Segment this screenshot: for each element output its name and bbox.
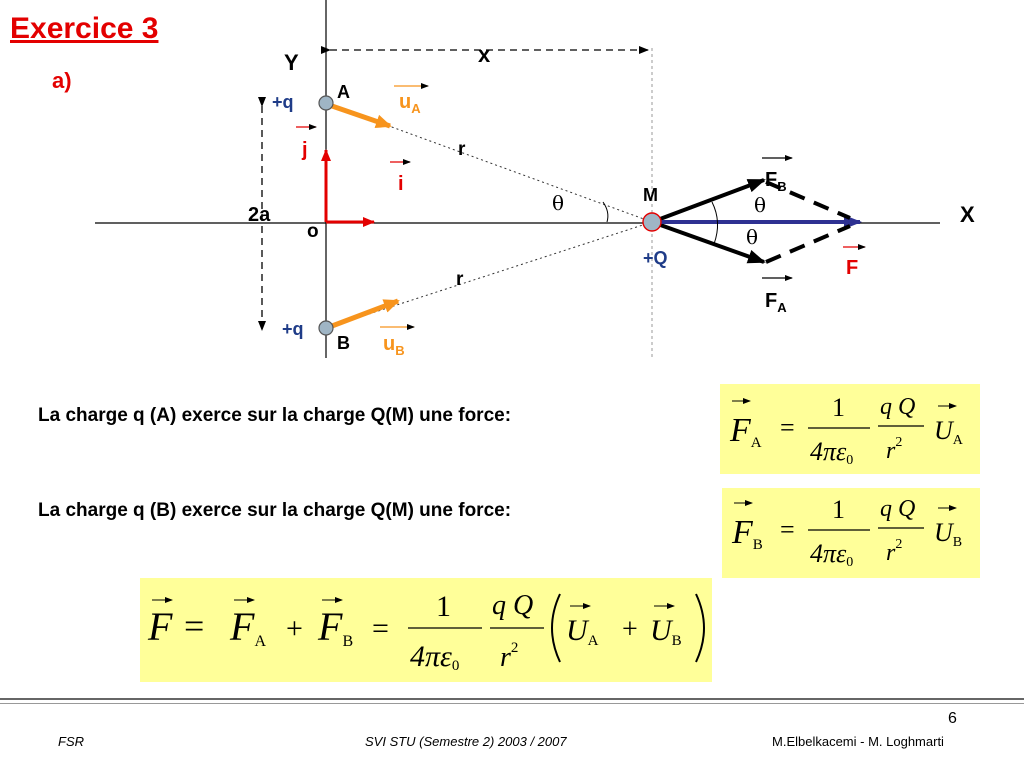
vector-ub: [331, 298, 400, 329]
force-f-label: F: [846, 257, 858, 279]
electrostatics-diagram: Y X x A B M o +q +q +Q 2a r r j i uA uB …: [95, 0, 975, 358]
sum-paren-right: [695, 593, 705, 663]
formula-sum-box: F = FA + FB = 1 4πε0 q Q r2 UA + UB: [140, 578, 712, 682]
formula-fa-eq: =: [780, 413, 795, 442]
formula-fa-lhs: FA: [729, 412, 762, 451]
sum-f: F: [147, 604, 173, 649]
theta-arc-left: [602, 201, 609, 223]
vector-ua-label: uA: [399, 91, 421, 116]
formula-fa-box: FA = 1 4πε0 q Q r2 UA: [720, 384, 980, 474]
sum-plus1: +: [286, 612, 303, 645]
footer-right: M.Elbelkacemi - M. Loghmarti: [772, 734, 944, 749]
footer-divider: [0, 698, 1024, 700]
parallelogram-top: [765, 180, 851, 220]
formula-fa-qden: r2: [886, 435, 902, 464]
theta-upper-label: θ: [754, 193, 766, 217]
point-m-label: M: [643, 185, 658, 205]
part-label: a): [52, 68, 72, 93]
r-line-bottom: [325, 221, 653, 329]
sum-ua: UA: [566, 614, 599, 649]
dist-x-label: x: [478, 42, 491, 67]
sum-fb: FB: [317, 604, 353, 650]
sum-qden: r2: [500, 640, 518, 673]
charge-a-dot: [318, 95, 334, 111]
sum-plus2: +: [622, 614, 638, 645]
r-top-label: r: [458, 139, 466, 160]
vector-ub-label: uB: [383, 333, 405, 358]
force-fb: [651, 178, 766, 224]
formula-fb-lhs: FB: [731, 514, 763, 553]
statement-a: La charge q (A) exerce sur la charge Q(M…: [38, 405, 512, 426]
origin-label: o: [307, 221, 319, 242]
formula-fb-qden: r2: [886, 537, 902, 566]
slide-title: Exercice 3: [10, 12, 159, 45]
sum-num: 1: [436, 590, 451, 623]
statement-b: La charge q (B) exerce sur la charge Q(M…: [38, 500, 512, 521]
force-fa: [651, 220, 766, 264]
footer-divider-thin: [0, 703, 1024, 704]
parallelogram-bottom: [765, 224, 851, 264]
sum-fa: FA: [229, 604, 266, 650]
axis-y-label: Y: [284, 50, 299, 75]
sum-qnum: q Q: [492, 590, 533, 621]
point-a-label: A: [337, 82, 350, 102]
force-fb-label: FB: [765, 169, 787, 194]
formula-fb-qnum: q Q: [880, 496, 915, 522]
formula-fa-num: 1: [832, 393, 845, 422]
charge-m-label: +Q: [643, 248, 668, 268]
axis-x-label: X: [960, 202, 975, 227]
vector-j-label: j: [301, 139, 308, 161]
sum-eq1: =: [184, 606, 204, 646]
sum-den: 4πε0: [410, 640, 459, 674]
formula-fb-num: 1: [832, 495, 845, 524]
formula-fa-qnum: q Q: [880, 394, 915, 420]
charge-b-dot: [318, 320, 334, 336]
footer-center: SVI STU (Semestre 2) 2003 / 2007: [365, 734, 567, 749]
force-fa-label: FA: [765, 290, 787, 315]
charge-b-label: +q: [282, 319, 304, 339]
r-bottom-label: r: [456, 269, 464, 290]
sum-eq2: =: [372, 612, 389, 645]
sum-paren-left: [551, 593, 561, 663]
page-number: 6: [948, 710, 957, 727]
theta-lower-label: θ: [746, 225, 758, 249]
two-a-label: 2a: [248, 204, 271, 226]
theta-left-label: θ: [552, 191, 564, 215]
vector-i-label: i: [398, 173, 404, 195]
point-b-label: B: [337, 333, 350, 353]
sum-ub: UB: [650, 614, 682, 649]
formula-fa-den: 4πε0: [810, 437, 853, 468]
theta-arc-right: [711, 201, 718, 245]
charge-a-label: +q: [272, 92, 294, 112]
formula-fa-u: UA: [934, 416, 964, 448]
formula-fb-u: UB: [934, 518, 962, 550]
formula-fb-eq: =: [780, 515, 795, 544]
vector-ua: [331, 103, 392, 129]
formula-fb-box: FB = 1 4πε0 q Q r2 UB: [722, 488, 980, 578]
footer-left: FSR: [58, 734, 84, 749]
formula-fb-den: 4πε0: [810, 539, 853, 570]
charge-m-dot: [642, 212, 662, 232]
